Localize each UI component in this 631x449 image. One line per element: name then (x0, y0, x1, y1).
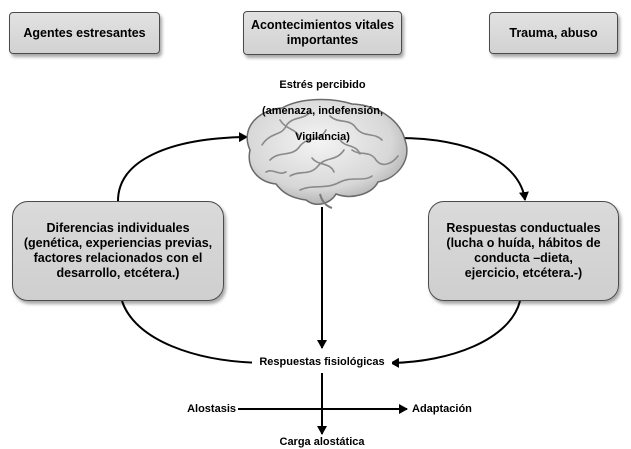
behavioral-responses-line4: ejercicio, etcétera.-) (464, 266, 583, 280)
stressors-box: Agentes estresantes (9, 12, 160, 54)
adaptation-label: Adaptación (412, 403, 472, 415)
trauma-label: Trauma, abuso (509, 25, 598, 40)
individual-differences-box: Diferencias individuales (genética, expe… (12, 201, 224, 301)
perceived-stress-line3: Vigilancia) (295, 131, 350, 143)
individual-differences-line1: Diferencias individuales (46, 221, 190, 235)
trauma-box: Trauma, abuso (489, 12, 618, 54)
perceived-stress-label: Estrés percibido (amenaza, indefensión, … (240, 66, 405, 157)
life-events-label-line1: Acontecimientos vitales (250, 18, 395, 32)
physiological-responses-label: Respuestas fisiológicas (252, 356, 392, 369)
behavioral-responses-line2: (lucha o huída, hábitos de (446, 236, 601, 250)
individual-differences-line3: factores relacionados con el (33, 251, 203, 265)
brain-icon (246, 98, 408, 209)
arrow-brain-to-right (397, 137, 529, 201)
life-events-label-line2: importantes (286, 33, 359, 47)
individual-differences-line4: desarrollo, etcétera.) (56, 266, 180, 280)
perceived-stress-line2: (amenaza, indefensión, (261, 105, 384, 117)
allostatic-load-label: Carga alostática (279, 436, 365, 448)
behavioral-responses-box: Respuestas conductuales (lucha o huída, … (428, 201, 619, 301)
perceived-stress-line1: Estrés percibido (279, 79, 366, 91)
life-events-box: Acontecimientos vitales importantes (243, 11, 402, 55)
individual-differences-line2: (genética, experiencias previas, (23, 236, 213, 250)
arrow-left-to-physio (121, 300, 265, 368)
arrow-left-to-brain (117, 132, 248, 202)
allostasis-label: Alostasis (187, 403, 236, 415)
behavioral-responses-line3: conducta –dieta, (474, 251, 573, 265)
arrow-right-to-physio (390, 300, 521, 368)
stressors-label: Agentes estresantes (23, 25, 146, 40)
behavioral-responses-line1: Respuestas conductuales (446, 221, 601, 235)
